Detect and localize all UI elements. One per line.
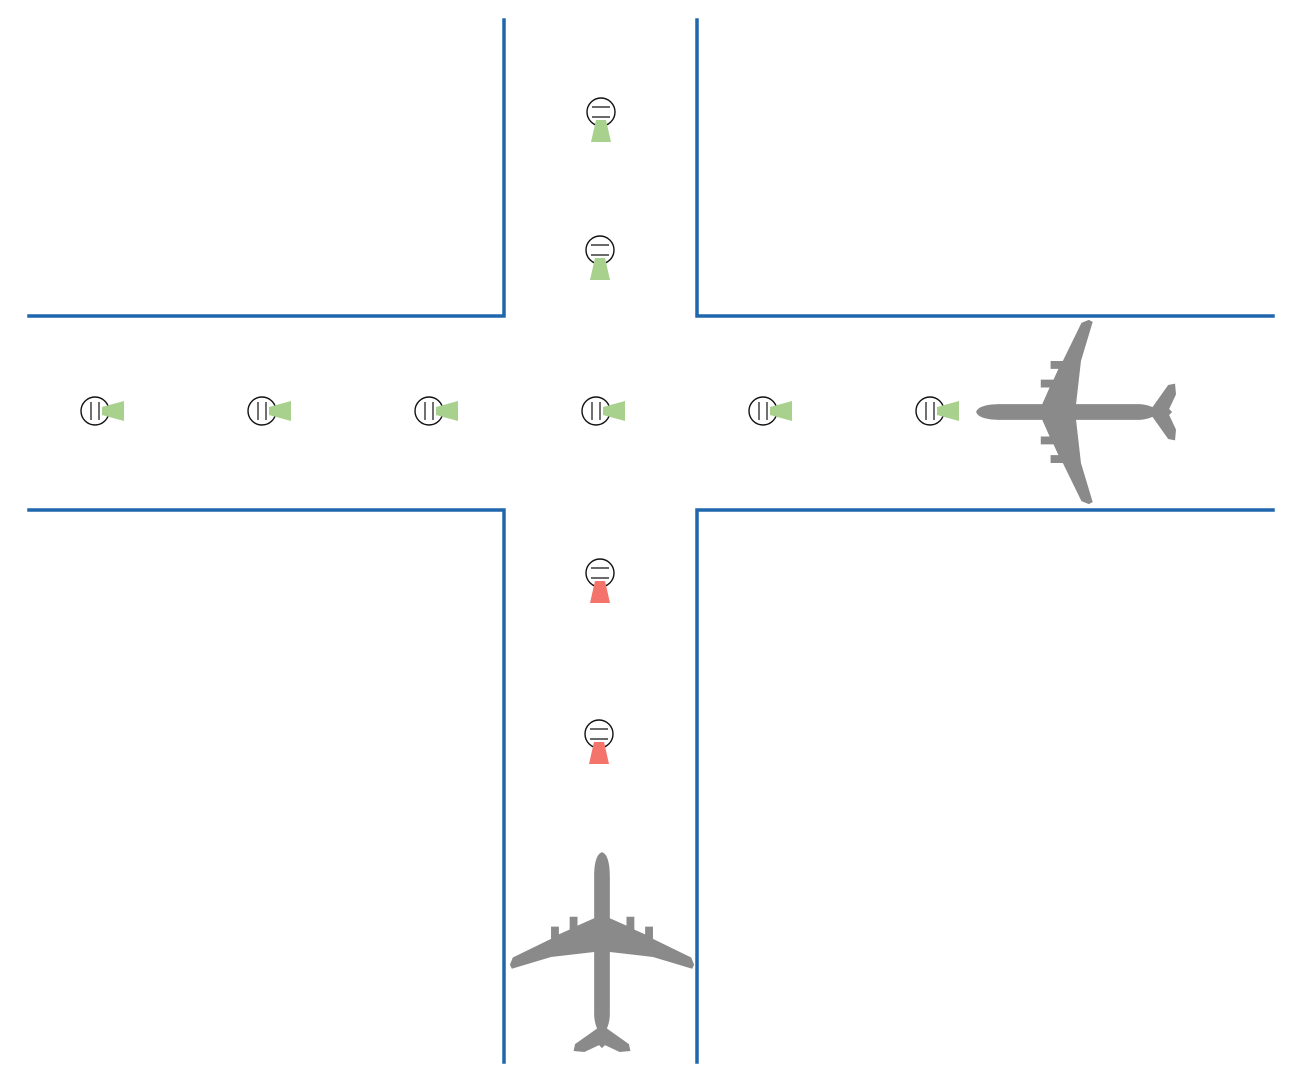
- aircraft-vertical: [509, 852, 695, 1053]
- horizontal-light-3: [414, 396, 458, 426]
- light-beam-green: [770, 401, 792, 421]
- vertical-south-light-2: [584, 719, 614, 764]
- horizontal-light-2: [247, 396, 291, 426]
- aircraft-horizontal: [976, 319, 1177, 505]
- vertical-south-light-1: [585, 558, 615, 603]
- light-beam-green: [590, 258, 610, 280]
- horizontal-light-4: [581, 396, 625, 426]
- light-beam-green: [102, 401, 124, 421]
- edge-top-left: [27, 18, 506, 318]
- light-beam-green: [937, 401, 959, 421]
- horizontal-light-5: [748, 396, 792, 426]
- airplane-icon: [509, 852, 695, 1053]
- horizontal-light-1: [80, 396, 124, 426]
- light-beam-green: [591, 120, 611, 142]
- vertical-north-light-1: [586, 97, 616, 142]
- horizontal-light-6: [915, 396, 959, 426]
- vertical-north-light-2: [585, 235, 615, 280]
- light-beam-green: [269, 401, 291, 421]
- edge-bottom-right: [695, 508, 1275, 1064]
- edge-top-right: [695, 18, 1275, 318]
- runway-edges: [27, 18, 1275, 1064]
- light-beam-green: [436, 401, 458, 421]
- light-beam-red: [590, 581, 610, 603]
- light-beam-red: [589, 742, 609, 764]
- light-beam-green: [603, 401, 625, 421]
- edge-bottom-left: [27, 508, 506, 1064]
- airplane-icon: [976, 319, 1177, 505]
- stop-bar-lights: [80, 97, 959, 764]
